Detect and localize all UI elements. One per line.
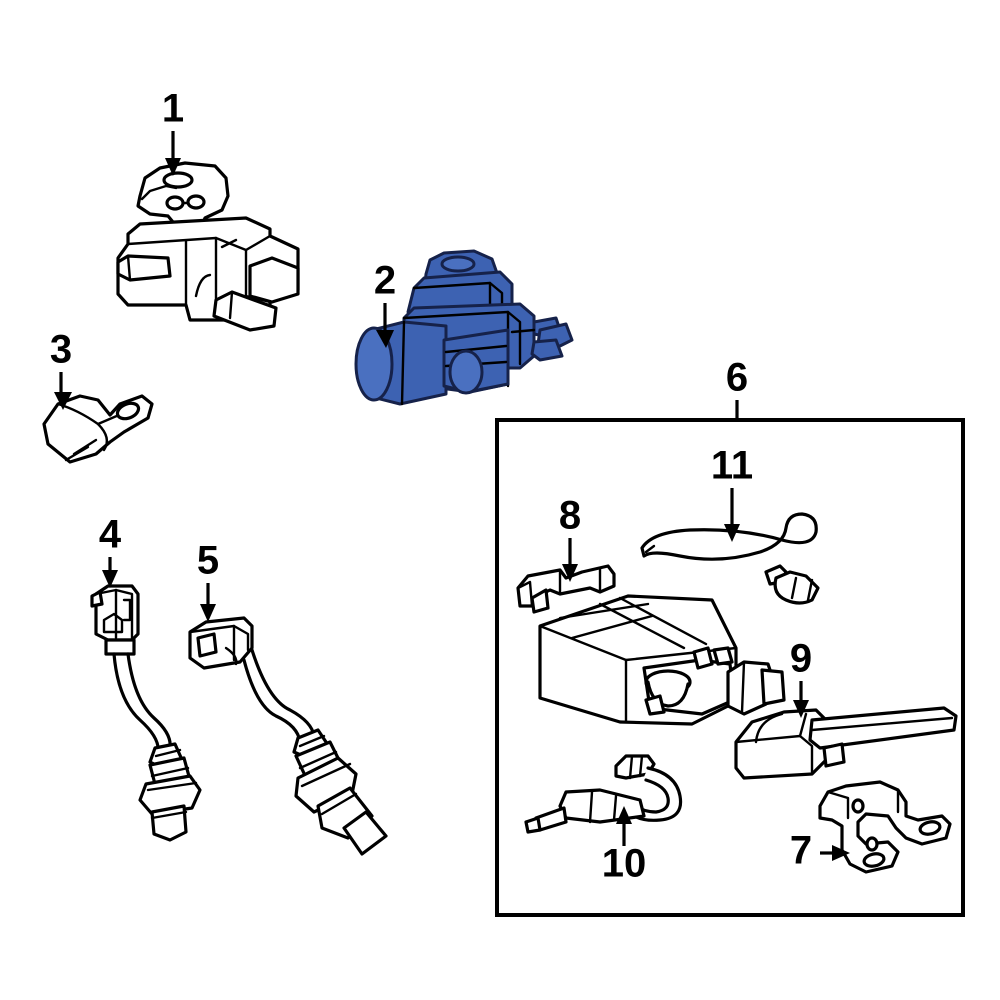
callout-label-8: 8 bbox=[559, 494, 581, 538]
part-8-canister-retainer-bracket[interactable] bbox=[516, 564, 616, 614]
vapor-canister-body[interactable] bbox=[538, 594, 786, 726]
callout-label-10: 10 bbox=[602, 842, 647, 886]
callout-label-2: 2 bbox=[374, 259, 396, 303]
callout-label-7: 7 bbox=[790, 829, 812, 873]
part-1-vapor-canister-purge-valve[interactable] bbox=[116, 161, 300, 332]
callout-labels: 1 2 3 4 5 6 7 8 9 10 11 bbox=[50, 87, 812, 886]
part-3-bracket-clip[interactable] bbox=[42, 394, 154, 464]
callout-label-9: 9 bbox=[790, 637, 812, 681]
group-box-6[interactable] bbox=[495, 418, 965, 917]
part-7-canister-mounting-bracket[interactable] bbox=[818, 780, 952, 874]
callout-label-4: 4 bbox=[99, 513, 122, 557]
part-10-vapor-canister-hose-tube[interactable] bbox=[524, 754, 683, 834]
callout-label-3: 3 bbox=[50, 328, 72, 372]
callout-label-6: 6 bbox=[726, 356, 748, 400]
part-5-downstream-oxygen-sensor[interactable] bbox=[188, 616, 388, 856]
callout-leaders bbox=[54, 131, 850, 861]
callout-label-1: 1 bbox=[162, 87, 184, 131]
part-4-upstream-oxygen-sensor[interactable] bbox=[90, 584, 202, 842]
part-2-vapor-canister-purge-solenoid[interactable] bbox=[354, 249, 574, 406]
part-11-vapor-canister-vent-hose[interactable] bbox=[640, 512, 818, 561]
callout-label-11: 11 bbox=[711, 444, 753, 488]
callout-label-5: 5 bbox=[197, 539, 219, 583]
part-9-leak-detection-pump[interactable] bbox=[734, 706, 958, 780]
vent-hose-plug-grommet[interactable] bbox=[764, 564, 820, 605]
